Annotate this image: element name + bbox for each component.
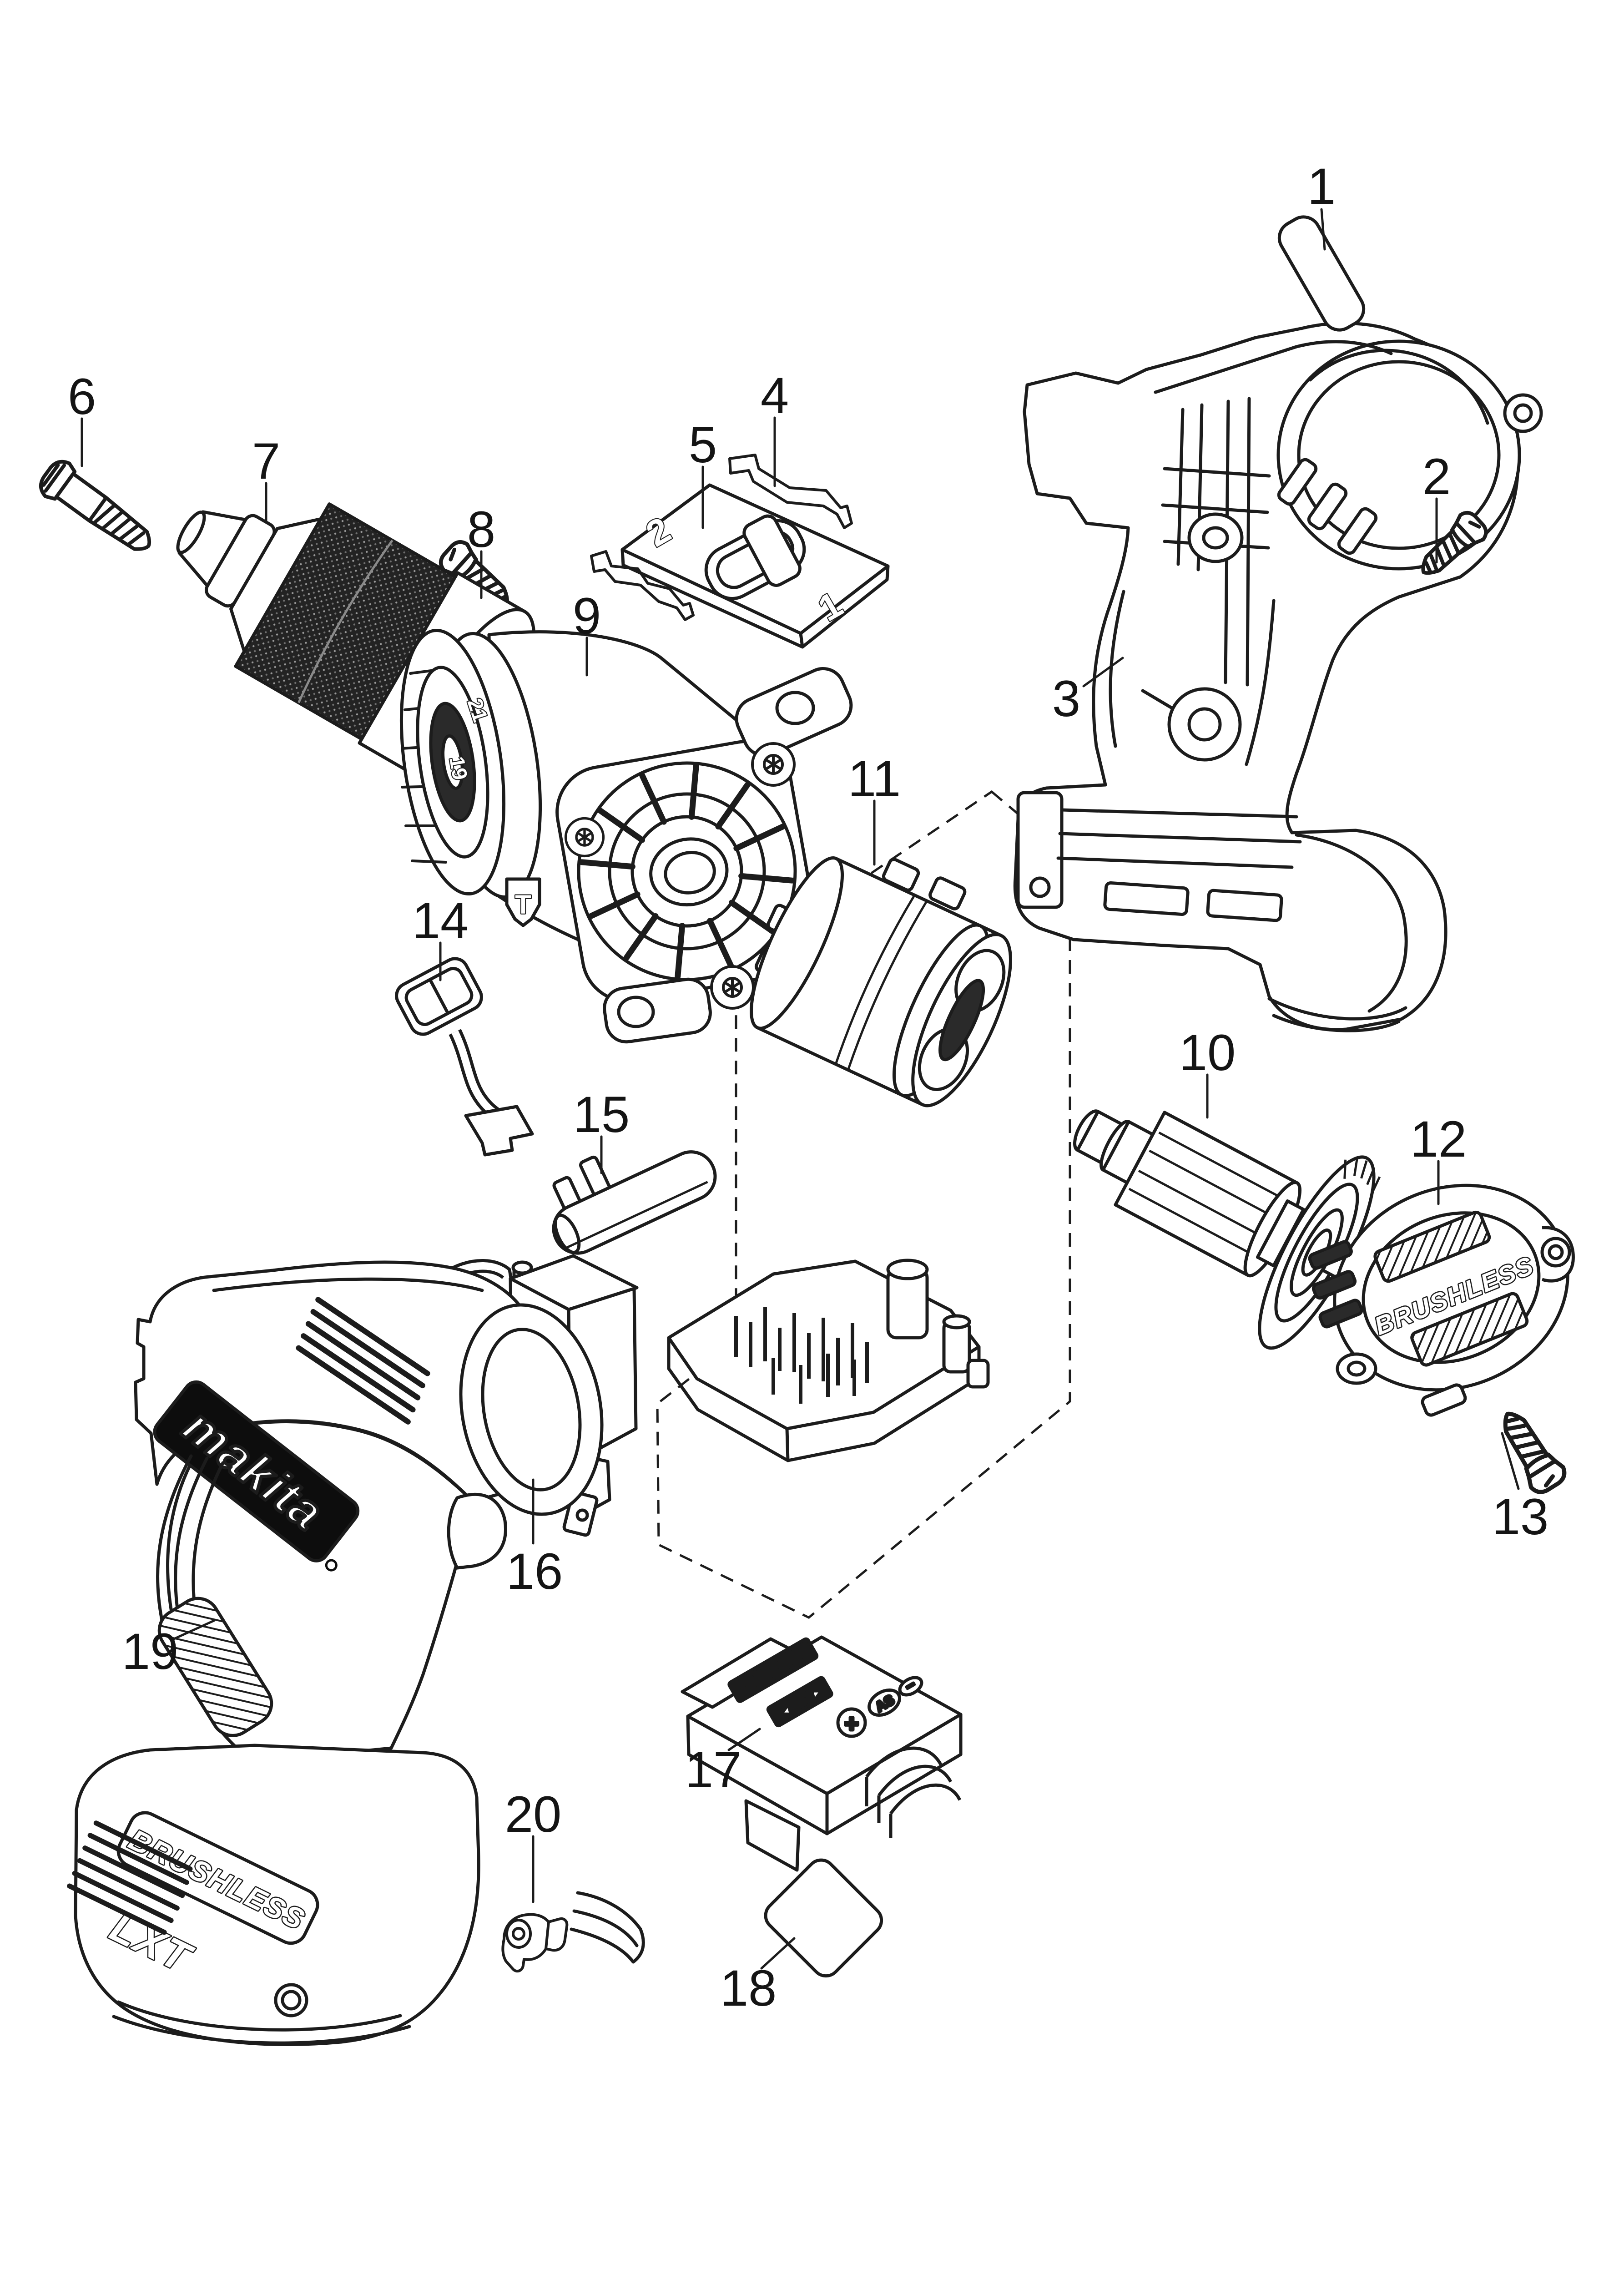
motor-rear-cover: BRUSHLESS — [1308, 1183, 1575, 1417]
callout-19: 19 — [122, 1619, 215, 1680]
caution-label — [764, 1858, 883, 1978]
callout-11: 11 — [848, 750, 901, 866]
foot-grille — [67, 1820, 193, 1935]
housing-right-vent-slots — [1277, 458, 1378, 555]
callout-18: 18 — [720, 1937, 796, 2017]
callout-3-num: 3 — [1052, 670, 1080, 727]
name-plate-label — [1277, 215, 1366, 332]
callout-17: 17 — [685, 1728, 761, 1798]
callout-18-num: 18 — [720, 1960, 777, 2017]
led-lens-bar — [552, 1150, 717, 1255]
callout-2: 2 — [1422, 448, 1451, 564]
callout-8-num: 8 — [467, 501, 495, 558]
callout-1: 1 — [1307, 158, 1336, 251]
gear-assembly: 21 19 T — [399, 628, 853, 1044]
terminal-plus-mark: + — [844, 1710, 859, 1737]
callout-15-num: 15 — [573, 1086, 630, 1143]
callout-12: 12 — [1410, 1111, 1467, 1205]
callout-7: 7 — [252, 433, 280, 522]
led-connector-wire — [395, 957, 534, 1157]
callout-13-num: 13 — [1492, 1488, 1549, 1545]
callout-9: 9 — [573, 587, 601, 677]
wire-holder-clip — [501, 1913, 569, 1973]
callout-16: 16 — [506, 1478, 563, 1600]
callout-5: 5 — [689, 416, 717, 529]
housing-vent-grille — [296, 1297, 430, 1425]
callout-20: 20 — [505, 1786, 562, 1903]
rear-cover-screw — [1492, 1404, 1569, 1496]
chuck-bolt — [35, 456, 161, 562]
callout-10-num: 10 — [1179, 1024, 1236, 1081]
stator — [750, 856, 1012, 1107]
gear-mount-lugs — [603, 667, 853, 1044]
callout-8: 8 — [467, 501, 495, 599]
callout-3: 3 — [1052, 657, 1124, 727]
gear-ring-mark-19: 19 — [445, 755, 472, 782]
callout-14-num: 14 — [412, 892, 469, 949]
callout-20-num: 20 — [505, 1786, 562, 1843]
callout-16-num: 16 — [506, 1543, 563, 1600]
callout-10: 10 — [1179, 1024, 1236, 1119]
callouts: 1 2 3 4 5 6 7 8 — [68, 158, 1548, 2017]
callout-13: 13 — [1492, 1432, 1549, 1545]
callout-19-num: 19 — [122, 1623, 179, 1680]
callout-9-num: 9 — [573, 587, 601, 644]
controller-module — [667, 1259, 990, 1462]
callout-1-num: 1 — [1307, 158, 1336, 215]
stator-set-dashed-box — [656, 790, 1071, 1619]
controller-pins — [734, 1307, 869, 1404]
terminal-block: 64384 2 ◀PET▶ + AS − — [681, 1635, 963, 1872]
callout-5-num: 5 — [689, 416, 717, 473]
gear-mode-mark-t: T — [515, 890, 531, 920]
callout-17-num: 17 — [685, 1741, 742, 1798]
callout-6: 6 — [68, 368, 96, 467]
callout-15: 15 — [573, 1086, 630, 1174]
callout-4-num: 4 — [761, 367, 789, 424]
housing-half-left: makita BRUSHLESS LXT — [67, 1260, 645, 2046]
callout-14: 14 — [412, 892, 469, 981]
callout-6-num: 6 — [68, 368, 96, 425]
callout-7-num: 7 — [252, 433, 280, 490]
callout-4: 4 — [761, 367, 789, 487]
callout-11-num: 11 — [848, 750, 901, 807]
callout-2-num: 2 — [1422, 448, 1451, 505]
housing-half-right — [1013, 321, 1543, 1032]
callout-12-num: 12 — [1410, 1111, 1467, 1168]
